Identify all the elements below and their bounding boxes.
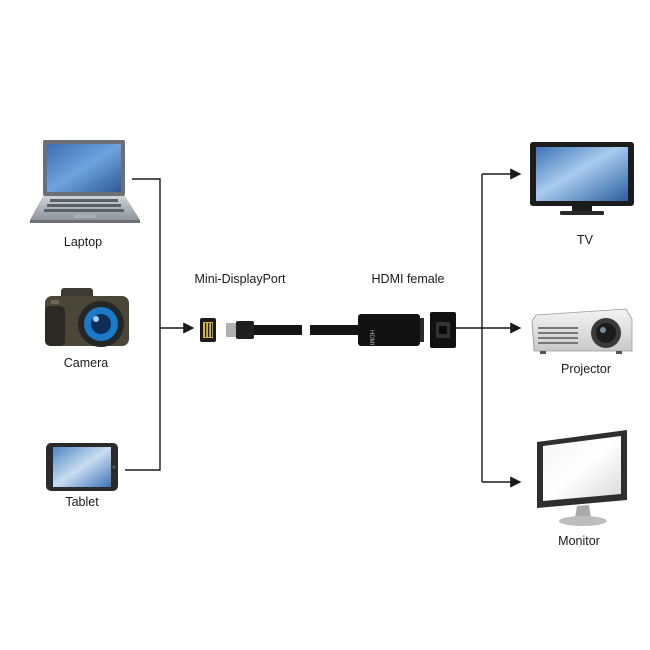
projector-label: Projector (560, 362, 612, 376)
camera-label: Camera (63, 356, 109, 370)
tv-label: TV (577, 233, 593, 247)
hdmi-female-label: HDMI female (371, 272, 445, 286)
tablet-icon (45, 442, 119, 497)
laptop-icon (28, 138, 144, 231)
monitor-label: Monitor (558, 534, 600, 548)
mini-displayport-label: Mini-DisplayPort (194, 272, 286, 286)
monitor-icon (533, 428, 631, 535)
camera-icon (43, 284, 131, 355)
laptop-label: Laptop (63, 235, 103, 249)
source-bracket-line (125, 178, 161, 471)
projector-icon (530, 305, 634, 362)
adapter-cable-icon: HDMI (198, 310, 458, 355)
tablet-label: Tablet (65, 495, 99, 509)
adapter-body-text: HDMI (368, 330, 374, 346)
tv-icon (528, 140, 636, 223)
